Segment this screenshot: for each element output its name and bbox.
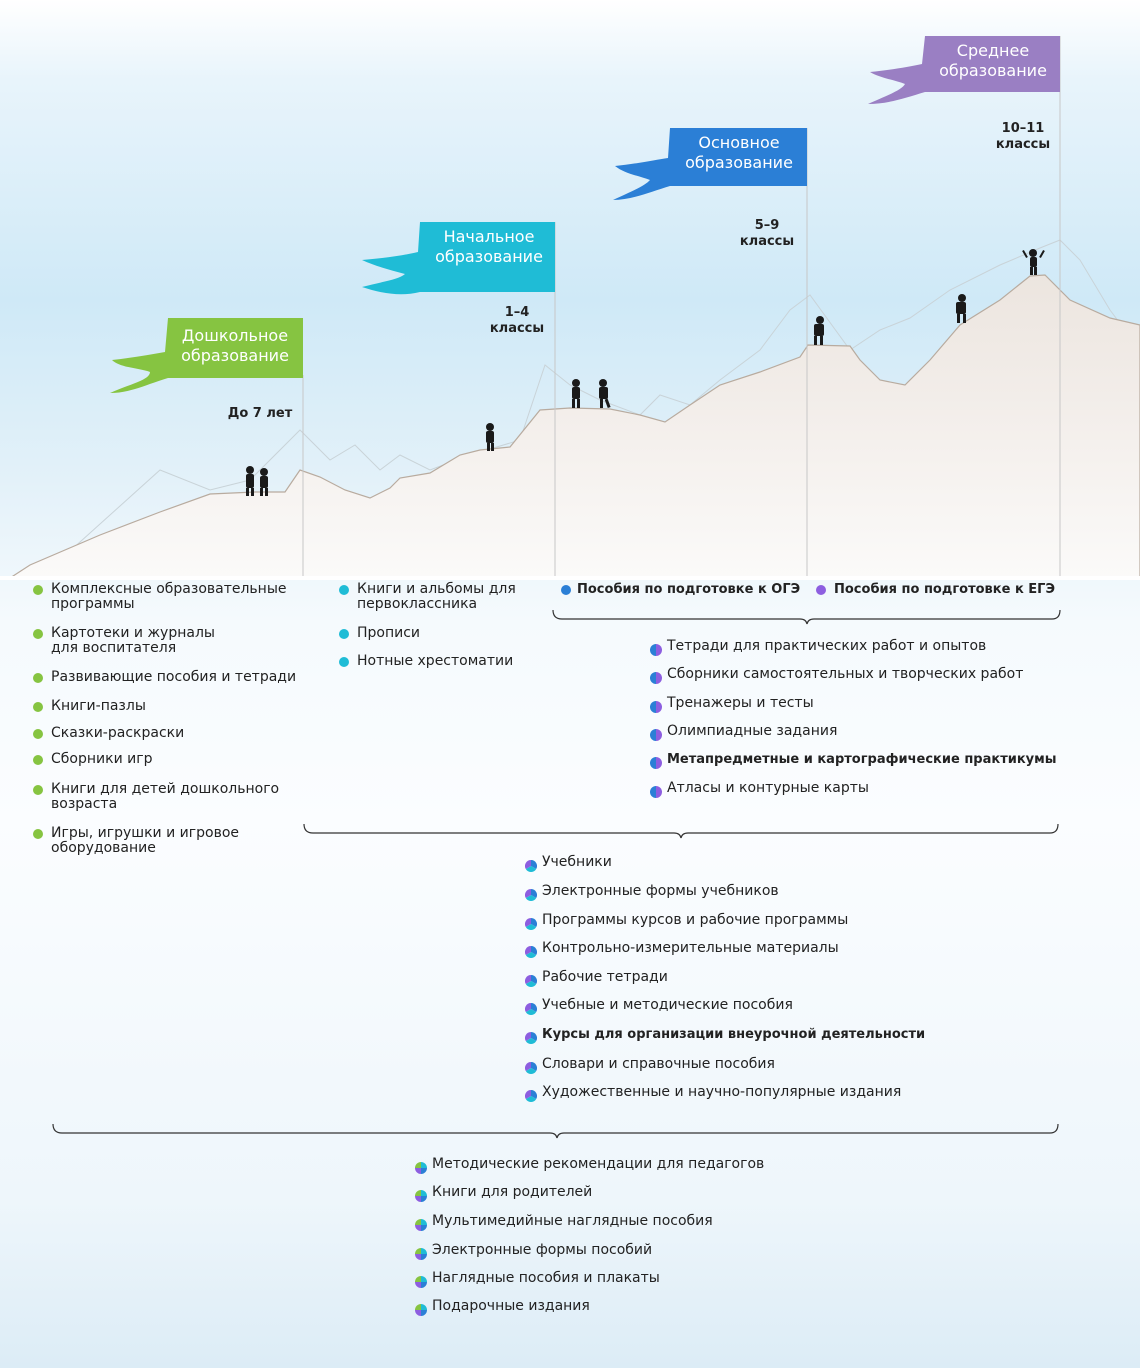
background-ridge [59, 239, 1126, 561]
bullet-icon [816, 585, 826, 595]
bullet-icon [650, 783, 662, 798]
bullet-icon [650, 698, 662, 713]
bullet-icon [524, 915, 538, 931]
flag-title-preschool: Дошкольное образование [181, 326, 289, 365]
bullet-icon [415, 1245, 427, 1260]
flag-basic [613, 128, 807, 200]
flag-primary [362, 222, 555, 295]
pupils-silhouette [572, 379, 611, 409]
list-item: Сборники самостоятельных и творческих ра… [667, 666, 1024, 682]
bullet-icon [524, 1000, 538, 1016]
bullet-icon [524, 886, 538, 902]
bracket-all [52, 1123, 1059, 1139]
list-item: Курсы для организации внеурочной деятель… [542, 1027, 926, 1042]
list-item: Книги для детей дошкольного возраста [51, 781, 280, 812]
ground [0, 576, 1140, 580]
list-item: Словари и справочные пособия [542, 1056, 775, 1072]
hiker-silhouette [814, 316, 824, 345]
mountain [7, 274, 1140, 579]
bullet-icon [650, 669, 662, 684]
bullet-icon [650, 641, 662, 656]
flag-secondary [868, 36, 1060, 104]
list-item: Учебники [542, 854, 612, 870]
list-item: Тренажеры и тесты [667, 695, 814, 711]
child-silhouette [486, 423, 494, 451]
list-item: Рабочие тетради [542, 969, 668, 985]
kids-silhouette [246, 466, 268, 496]
bullet-icon [339, 629, 349, 639]
list-item: Книги для родителей [432, 1184, 593, 1200]
list-item: Игры, игрушки и игровое оборудование [51, 825, 239, 856]
bullet-icon [33, 702, 43, 712]
bullet-icon [524, 972, 538, 988]
bullet-icon [33, 785, 43, 795]
age-secondary: 10–11 классы [995, 121, 1051, 152]
bullet-icon [415, 1159, 427, 1174]
bullet-icon [415, 1273, 427, 1288]
list-item: Атласы и контурные карты [667, 780, 869, 796]
list-item: Подарочные издания [432, 1298, 590, 1314]
list-item: Картотеки и журналы для воспитателя [51, 625, 215, 656]
list-item: Контрольно-измерительные материалы [542, 940, 839, 956]
climber-silhouette [956, 294, 966, 323]
list-item: Сказки-раскраски [51, 725, 185, 741]
bracket-exam [552, 609, 1061, 625]
bullet-icon [339, 657, 349, 667]
bullet-icon [524, 1087, 538, 1103]
list-item: Наглядные пособия и плакаты [432, 1270, 660, 1286]
bullet-icon [524, 943, 538, 959]
flag-preschool [110, 318, 303, 393]
bullet-icon [339, 585, 349, 595]
flag-title-secondary: Среднее образование [939, 41, 1047, 80]
list-item: Тетради для практических работ и опытов [667, 638, 987, 654]
ege-label: Пособия по подготовке к ЕГЭ [834, 582, 1055, 597]
bullet-icon [561, 585, 571, 595]
bracket-school [303, 823, 1059, 839]
bullet-icon [524, 857, 538, 873]
oge-label: Пособия по подготовке к ОГЭ [577, 582, 801, 597]
bullet-icon [524, 1029, 538, 1045]
age-primary: 1–4 классы [489, 305, 545, 336]
list-item: Мультимедийные наглядные пособия [432, 1213, 713, 1229]
list-item: Методические рекомендации для педагогов [432, 1156, 765, 1172]
list-item: Книги-пазлы [51, 698, 146, 714]
bullet-icon [415, 1216, 427, 1231]
bullet-icon [524, 1059, 538, 1075]
list-item: Комплексные образовательные программы [51, 581, 287, 612]
list-item: Книги и альбомы для первоклассника [357, 581, 516, 612]
list-item: Художественные и научно-популярные издан… [542, 1084, 902, 1100]
list-item: Нотные хрестоматии [357, 653, 514, 669]
bullet-icon [33, 829, 43, 839]
list-item: Сборники игр [51, 751, 153, 767]
list-item: Учебные и методические пособия [542, 997, 793, 1013]
list-item: Развивающие пособия и тетради [51, 669, 297, 685]
flag-title-primary: Начальное образование [435, 227, 543, 266]
list-item: Олимпиадные задания [667, 723, 838, 739]
bullet-icon [650, 726, 662, 741]
bullet-icon [33, 729, 43, 739]
list-item: Метапредметные и картографические практи… [667, 752, 1057, 767]
age-basic: 5–9 классы [739, 218, 795, 249]
bullet-icon [33, 585, 43, 595]
bullet-icon [33, 673, 43, 683]
bullet-icon [33, 629, 43, 639]
list-item: Программы курсов и рабочие программы [542, 912, 849, 928]
list-item: Электронные формы пособий [432, 1242, 653, 1258]
flag-title-basic: Основное образование [685, 133, 793, 172]
summit-person-silhouette [1022, 249, 1045, 275]
list-item: Прописи [357, 625, 421, 641]
list-item: Электронные формы учебников [542, 883, 779, 899]
bullet-icon [33, 755, 43, 765]
bullet-icon [415, 1187, 427, 1202]
bullet-icon [415, 1301, 427, 1316]
age-preschool: До 7 лет [227, 406, 293, 421]
bullet-icon [650, 754, 662, 769]
